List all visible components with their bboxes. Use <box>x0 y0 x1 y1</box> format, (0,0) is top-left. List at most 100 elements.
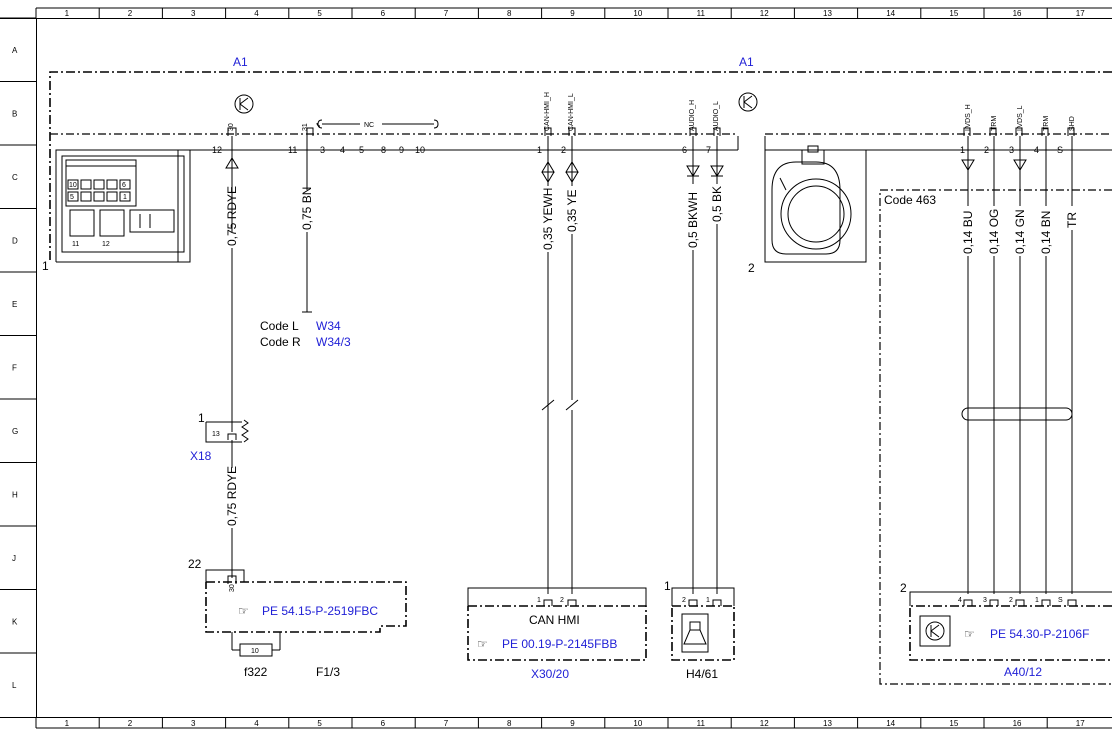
wire-connector-arrows <box>226 158 1026 182</box>
grid-column-label: 5 <box>317 9 322 18</box>
display-transistor-icon <box>926 622 944 640</box>
pin-name-audio-h: AUDIO_H <box>689 100 696 131</box>
wire-label-bu: 0,14 BU <box>961 211 975 254</box>
a1-connector-ref: 1 <box>42 259 49 273</box>
x18-ref: 1 <box>198 411 205 425</box>
pin-name-shd: SHD <box>1069 116 1076 131</box>
pin-8: 8 <box>381 145 386 155</box>
grid-column-label: 9 <box>570 9 575 18</box>
grid-column-label: 7 <box>444 9 449 18</box>
grid-column-label: 6 <box>381 719 386 728</box>
code-references: Code L W34 Code R W34/3 <box>260 319 351 349</box>
grid-row-label: D <box>12 236 18 245</box>
grid-column-label: 11 <box>697 719 706 728</box>
fuse-f1-3-label: F1/3 <box>316 665 340 679</box>
can-doc-link[interactable]: PE 00.19-P-2145FBB <box>502 637 617 651</box>
grid-column-label: 4 <box>254 9 259 18</box>
pin-9: 9 <box>399 145 404 155</box>
x18-connector: 1 13 X18 <box>190 411 248 463</box>
x18-link[interactable]: X18 <box>190 449 212 463</box>
transistor-icon <box>235 95 253 113</box>
pin-name-trm-1: TRM <box>991 116 998 131</box>
code-r-link[interactable]: W34/3 <box>316 335 351 349</box>
fuse-doc-icon: ☞ <box>238 604 249 618</box>
pin-name-can-h: CAN-HMI_H <box>544 92 551 131</box>
pin-name-lvds-h: LVDS_H <box>965 104 972 131</box>
grid-row-label: E <box>12 300 17 309</box>
display-pin-4: 4 <box>958 597 962 604</box>
wires <box>232 136 1072 594</box>
wire-label-yewh: 0,35 YEWH <box>541 188 555 250</box>
wire-label-og: 0,14 OG <box>987 209 1001 254</box>
rpin-s: S <box>1057 145 1063 155</box>
grid-column-label: 8 <box>507 719 512 728</box>
conn-pin-5: 5 <box>70 194 74 201</box>
display-ref: 2 <box>900 581 907 595</box>
pin-name-lvds-l: LVDS_L <box>1017 105 1024 131</box>
grid-column-label: 13 <box>823 9 832 18</box>
a1-label-left[interactable]: A1 <box>233 55 248 69</box>
grid-column-label: 16 <box>1013 9 1022 18</box>
grid-row-label: H <box>12 490 18 499</box>
code-l-link[interactable]: W34 <box>316 319 341 333</box>
speaker-pin-2: 2 <box>682 597 686 604</box>
pin-4: 4 <box>340 145 345 155</box>
grid-row-label: L <box>12 681 17 690</box>
code-463-label: Code 463 <box>884 193 936 207</box>
wire-label-bkwh: 0,5 BKWH <box>686 192 700 248</box>
speaker-label: H4/61 <box>686 667 718 681</box>
x30-20-link[interactable]: X30/20 <box>531 667 569 681</box>
rpin-4: 4 <box>1034 145 1039 155</box>
pin-name-trm-2: TRM <box>1043 116 1050 131</box>
can-pin-1: 1 <box>537 597 541 604</box>
conn-pin-1: 1 <box>123 194 127 201</box>
pin-6: 6 <box>682 145 687 155</box>
display-pin-1: 1 <box>1035 597 1039 604</box>
grid-column-label: 14 <box>886 9 895 18</box>
grid-row-label: J <box>12 554 16 563</box>
code-463-box: Code 463 <box>880 190 1112 684</box>
display-doc-icon: ☞ <box>964 627 975 641</box>
grid-row-label: C <box>12 173 18 182</box>
fuse-f322-pin: 10 <box>251 648 259 655</box>
grid-column-label: 17 <box>1076 719 1085 728</box>
lvds-pins: LVDS_H TRM LVDS_L TRM SHD 1 2 3 4 S <box>960 104 1076 155</box>
pin-10: 10 <box>415 145 425 155</box>
code-l-label: Code L <box>260 319 299 333</box>
fuse-doc-link[interactable]: PE 54.15-P-2519FBC <box>262 604 378 618</box>
pin-12: 12 <box>212 145 222 155</box>
wire-label-tr: TR <box>1065 212 1079 228</box>
display-doc-link[interactable]: PE 54.30-P-2106F <box>990 627 1089 641</box>
grid-column-label: 8 <box>507 9 512 18</box>
nc-label: NC <box>364 122 374 129</box>
grid-column-label: 7 <box>444 719 449 728</box>
a1-label-right[interactable]: A1 <box>739 55 754 69</box>
grid-column-label: 11 <box>697 9 706 18</box>
pin-7: 7 <box>706 145 711 155</box>
can-hmi-label: CAN HMI <box>529 613 580 627</box>
fuse-box-ref: 22 <box>188 557 202 571</box>
wire-label-bk: 0,5 BK <box>710 186 724 222</box>
a40-12-link[interactable]: A40/12 <box>1004 665 1042 679</box>
pin-name-30: 30 <box>228 123 235 131</box>
grid-column-label: 9 <box>570 719 575 728</box>
wire-label-bn-2: 0,14 BN <box>1039 211 1053 254</box>
wire-labels: 0,75 RDYE 0,75 RDYE 0,75 BN 0,35 YEWH 0,… <box>225 186 1079 526</box>
wire-label-bn: 0,75 BN <box>300 187 314 230</box>
grid-column-label: 10 <box>633 719 642 728</box>
grid-column-label: 1 <box>65 719 70 728</box>
speaker-pin-1: 1 <box>706 597 710 604</box>
grid-column-label: 12 <box>760 9 769 18</box>
grid-row-label: A <box>12 46 18 55</box>
pin-name-audio-l: AUDIO_L <box>713 101 720 131</box>
pin-name-can-l: CAN-HMI_L <box>568 93 575 131</box>
x18-pin: 13 <box>212 431 220 438</box>
pin-1: 1 <box>537 145 542 155</box>
grid-row-label: K <box>12 617 18 626</box>
pin-5: 5 <box>359 145 364 155</box>
conn-pin-11: 11 <box>72 241 79 248</box>
wire-label-rdye-2: 0,75 RDYE <box>225 466 239 526</box>
